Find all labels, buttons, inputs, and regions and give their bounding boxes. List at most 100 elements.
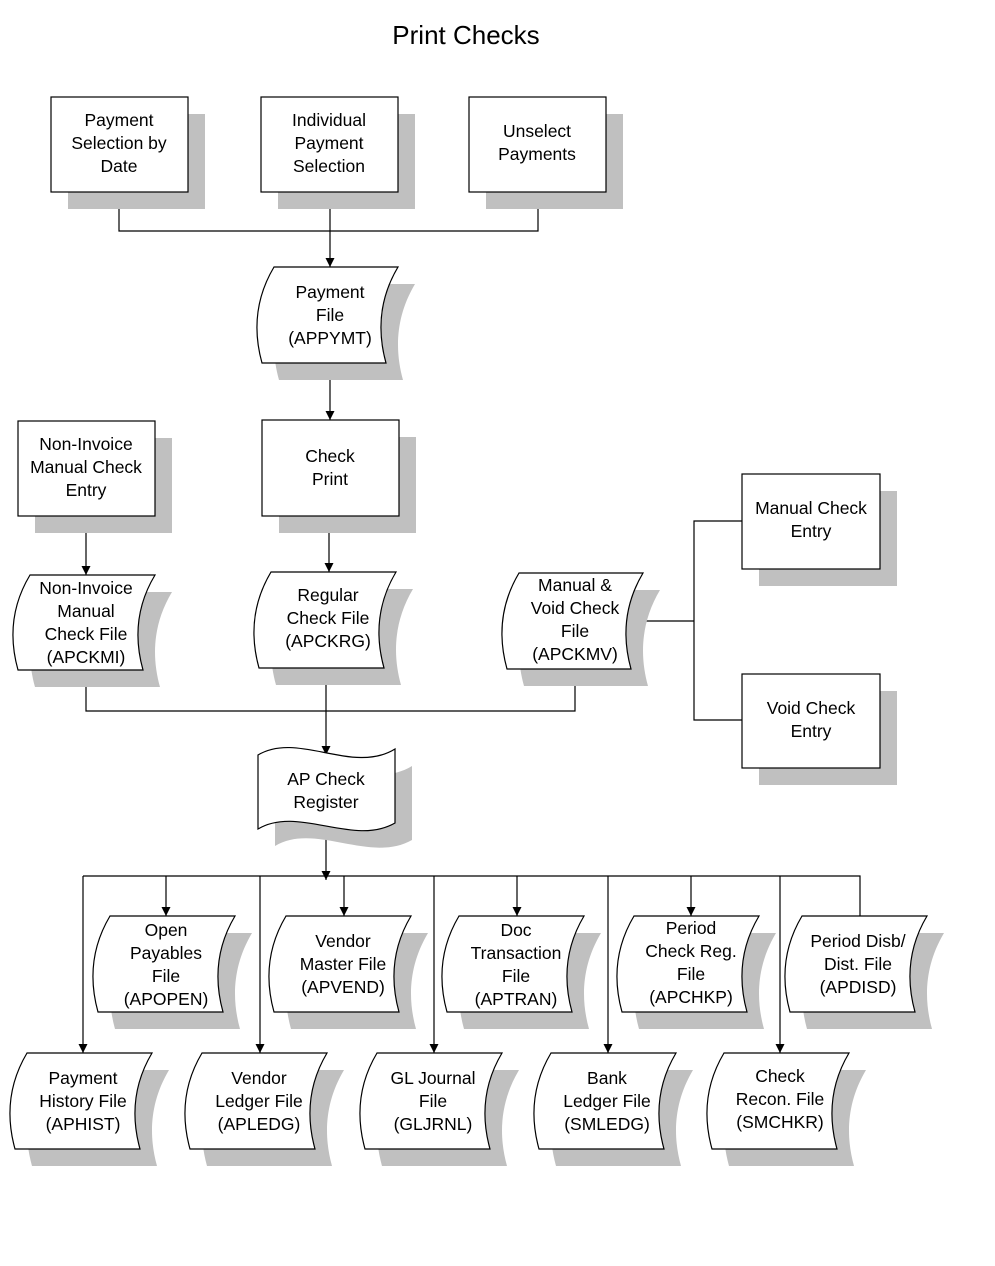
node-label-line: Check bbox=[305, 446, 355, 466]
node-label-line: Individual bbox=[292, 110, 366, 130]
node-label-line: (APDISD) bbox=[820, 977, 897, 997]
node-label-line: Entry bbox=[791, 721, 832, 741]
flow-line bbox=[118, 192, 539, 232]
node-label-line: Selection bbox=[293, 156, 365, 176]
node-label-line: GL Journal bbox=[391, 1068, 476, 1088]
node-label-line: (APCKMI) bbox=[47, 647, 126, 667]
flow-line bbox=[85, 669, 576, 712]
flow-line bbox=[693, 520, 742, 721]
node-label-line: Payment bbox=[48, 1068, 117, 1088]
node-label-line: Payment bbox=[84, 110, 153, 130]
node-label-line: Transaction bbox=[471, 943, 562, 963]
file-shape bbox=[706, 1052, 851, 1150]
file-shape bbox=[441, 915, 586, 1013]
node-label-line: Payment bbox=[295, 282, 364, 302]
node-label-line: Ledger File bbox=[563, 1091, 651, 1111]
file-shape bbox=[253, 571, 398, 669]
node-label-line: Bank bbox=[587, 1068, 627, 1088]
node-label-line: Open bbox=[145, 920, 188, 940]
node-label-line: Manual Check bbox=[755, 498, 867, 518]
node-label-line: Vendor bbox=[231, 1068, 287, 1088]
process-box bbox=[260, 96, 399, 193]
node-label-line: (APTRAN) bbox=[475, 989, 558, 1009]
process-box bbox=[17, 420, 156, 517]
file-shape bbox=[256, 266, 400, 364]
node-label-line: Check Reg. bbox=[645, 941, 736, 961]
node-label-line: File bbox=[677, 964, 705, 984]
node-label-line: (APHIST) bbox=[46, 1114, 121, 1134]
node-label-line: Check File bbox=[287, 608, 370, 628]
node-label-line: (APLEDG) bbox=[218, 1114, 301, 1134]
node-label-line: Payment bbox=[294, 133, 363, 153]
node-label-line: (APOPEN) bbox=[124, 989, 209, 1009]
node-label-line: Check File bbox=[45, 624, 128, 644]
node-label-line: Non-Invoice bbox=[39, 434, 132, 454]
file-shape bbox=[184, 1052, 329, 1150]
node-label-line: (SMCHKR) bbox=[736, 1112, 824, 1132]
node-label-line: Period bbox=[666, 918, 717, 938]
node-label-line: Entry bbox=[66, 480, 107, 500]
file-shape bbox=[501, 572, 645, 670]
node-label-line: File bbox=[316, 305, 344, 325]
node-label-line: Period Disb/ bbox=[810, 931, 905, 951]
file-shape bbox=[616, 915, 761, 1013]
node-label-line: Unselect bbox=[503, 121, 571, 141]
node-label-line: File bbox=[561, 621, 589, 641]
node-label-line: Doc bbox=[500, 920, 531, 940]
node-label-line: Master File bbox=[300, 954, 387, 974]
flow-line bbox=[83, 875, 861, 916]
diagram-title: Print Checks bbox=[392, 20, 539, 50]
node-label-line: Non-Invoice bbox=[39, 578, 132, 598]
node-label-line: Manual Check bbox=[30, 457, 142, 477]
report-shape bbox=[257, 746, 396, 832]
file-shape bbox=[359, 1052, 504, 1150]
node-label-line: Ledger File bbox=[215, 1091, 303, 1111]
node-period-disb: Period Disb/Dist. File (APDISD) bbox=[784, 915, 944, 1029]
node-label-line: (APCKMV) bbox=[532, 644, 618, 664]
process-box bbox=[741, 673, 881, 769]
process-box bbox=[50, 96, 189, 193]
node-label-line: Check bbox=[755, 1066, 805, 1086]
process-box bbox=[468, 96, 607, 193]
node-label-line: Register bbox=[293, 792, 358, 812]
node-label-line: Entry bbox=[791, 521, 832, 541]
node-label-line: (SMLEDG) bbox=[564, 1114, 650, 1134]
node-label-line: Dist. File bbox=[824, 954, 892, 974]
node-label-line: History File bbox=[39, 1091, 127, 1111]
node-label-line: Print bbox=[312, 469, 348, 489]
node-label-line: (GLJRNL) bbox=[394, 1114, 473, 1134]
node-label-line: Vendor bbox=[315, 931, 371, 951]
file-shape bbox=[92, 915, 237, 1013]
node-label-line: Recon. File bbox=[736, 1089, 825, 1109]
node-label-line: Void Check bbox=[531, 598, 620, 618]
file-shape bbox=[784, 915, 929, 1013]
node-label-line: Date bbox=[101, 156, 138, 176]
node-label-line: File bbox=[419, 1091, 447, 1111]
node-label-line: (APCKRG) bbox=[285, 631, 371, 651]
file-shape bbox=[12, 574, 157, 671]
node-label-line: (APCHKP) bbox=[649, 987, 733, 1007]
node-label-line: Selection by bbox=[71, 133, 167, 153]
process-box bbox=[261, 419, 400, 517]
node-label-line: (APPYMT) bbox=[288, 328, 372, 348]
